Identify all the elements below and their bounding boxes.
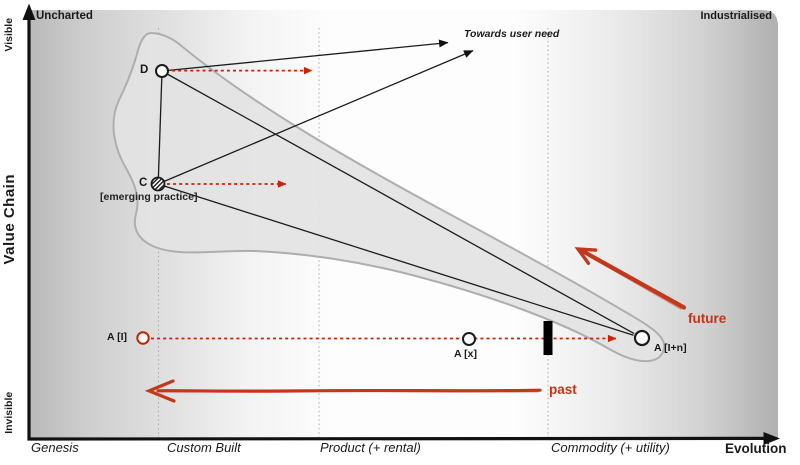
x-axis: [27, 436, 767, 441]
x-axis-arrowhead: [763, 432, 780, 445]
past-label: past: [549, 382, 577, 397]
y-axis-arrowhead: [22, 3, 36, 20]
node-ax: [462, 332, 476, 346]
stage-label-custom-built: Custom Built: [167, 440, 241, 455]
y-axis-invisible-label: Invisible: [3, 391, 16, 434]
past-arrow: [156, 388, 542, 393]
edge-d-c: [157, 77, 163, 178]
future-label: future: [688, 311, 727, 326]
node-ax-label: A [x]: [454, 348, 477, 360]
edge-d-a1n: [166, 73, 635, 335]
movement-arrows: [151, 66, 617, 343]
stage-label-product: Product (+ rental): [320, 440, 421, 455]
towards-user-need-label: Towards user need: [464, 28, 560, 40]
node-a1: [136, 331, 150, 345]
y-axis-visible-label: Visible: [3, 17, 16, 52]
edge-c-a1n: [164, 185, 634, 336]
stage-label-commodity: Commodity (+ utility): [551, 440, 670, 455]
future-arrow-head: [574, 247, 598, 265]
past-arrow-head: [144, 379, 176, 403]
uncharted-label: Uncharted: [36, 10, 93, 22]
node-a1n: [633, 329, 651, 347]
future-arrow: [579, 248, 687, 310]
dependency-edges: [157, 39, 635, 336]
node-c-label: C: [139, 177, 148, 189]
industrialised-label: Industrialised: [700, 10, 772, 22]
node-d: [155, 64, 169, 78]
stage-label-genesis: Genesis: [31, 440, 79, 455]
future-arrow-texture: [591, 257, 682, 310]
axes: [22, 3, 780, 445]
node-a1n-label: A [I+n]: [654, 342, 687, 354]
node-c: [150, 176, 166, 192]
stage-gridlines: [158, 28, 549, 437]
past-arrow-texture: [249, 390, 539, 393]
y-axis-title: Value Chain: [0, 173, 18, 265]
node-c-sublabel: [emerging practice]: [100, 191, 198, 203]
time-arrows: [144, 247, 687, 403]
node-d-label: D: [140, 64, 149, 76]
towards-user-need-arrow: [163, 50, 474, 182]
inertia-bar: [543, 321, 553, 355]
towards-user-need-arrow: [168, 39, 449, 72]
node-a1-label: A [I]: [107, 331, 128, 343]
x-axis-title: Evolution: [725, 441, 787, 456]
